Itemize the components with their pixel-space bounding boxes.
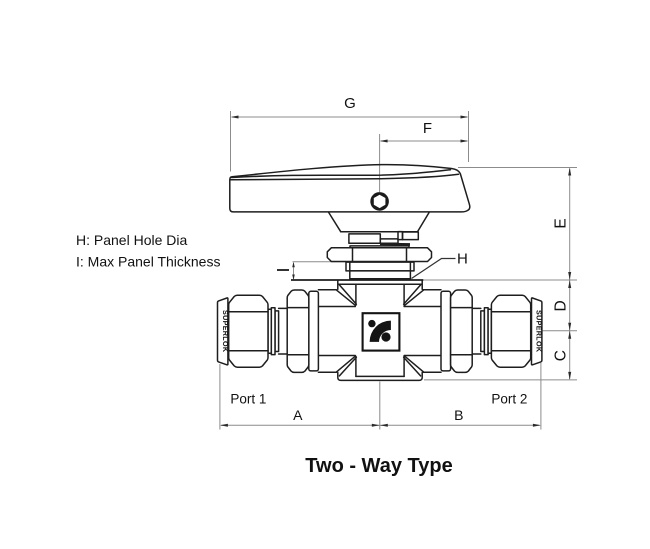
svg-text:G: G <box>344 95 356 112</box>
svg-text:Port 2: Port 2 <box>491 392 527 407</box>
svg-text:E: E <box>552 218 569 228</box>
svg-text:C: C <box>552 350 569 361</box>
svg-text:Two - Way Type: Two - Way Type <box>305 455 452 477</box>
svg-text:F: F <box>423 120 432 137</box>
svg-text:SUPERLOK: SUPERLOK <box>535 310 544 353</box>
svg-text:A: A <box>293 407 303 423</box>
svg-text:D: D <box>552 300 569 311</box>
svg-text:I: Max Panel Thickness: I: Max Panel Thickness <box>76 254 220 270</box>
svg-text:SUPERLOK: SUPERLOK <box>221 310 230 353</box>
svg-text:Port 1: Port 1 <box>230 392 266 407</box>
svg-text:H: H <box>457 251 468 268</box>
svg-text:H: Panel Hole Dia: H: Panel Hole Dia <box>76 232 187 248</box>
svg-text:B: B <box>454 407 463 423</box>
